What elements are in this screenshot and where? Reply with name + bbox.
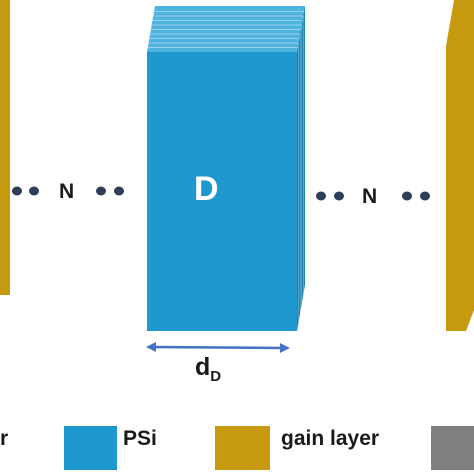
repeat-label-right: N: [362, 185, 378, 208]
legend-swatch-psi: [64, 426, 117, 470]
block-label: D: [194, 170, 219, 208]
dot: [316, 191, 326, 201]
block-front-face: [147, 52, 297, 331]
right-gain-layer: [446, 0, 474, 331]
block-side-lines: [298, 16, 304, 322]
repeat-label-left: N: [59, 180, 75, 203]
width-label-main: d: [195, 353, 211, 381]
dot: [12, 186, 22, 196]
dot: [402, 191, 412, 201]
left-dots: [12, 186, 124, 196]
right-dots: [316, 191, 430, 201]
dot: [96, 186, 106, 196]
dot: [420, 191, 430, 201]
legend-label-r: r: [0, 427, 9, 450]
block-top-face: [147, 6, 305, 52]
legend-swatch-gray: [431, 426, 474, 470]
dot: [114, 186, 124, 196]
block-side-face: [297, 6, 305, 331]
width-arrow: [146, 342, 290, 353]
width-label: dD: [195, 353, 221, 385]
dot: [29, 186, 39, 196]
legend-swatch-gain: [215, 426, 270, 470]
legend-label-gain: gain layer: [281, 427, 380, 450]
left-gain-layer: [0, 0, 10, 295]
width-label-sub: D: [210, 368, 222, 385]
block-layer-lines: [147, 11, 305, 48]
psi-block: [147, 6, 305, 331]
legend-label-psi: PSi: [123, 427, 157, 450]
dot: [334, 191, 344, 201]
